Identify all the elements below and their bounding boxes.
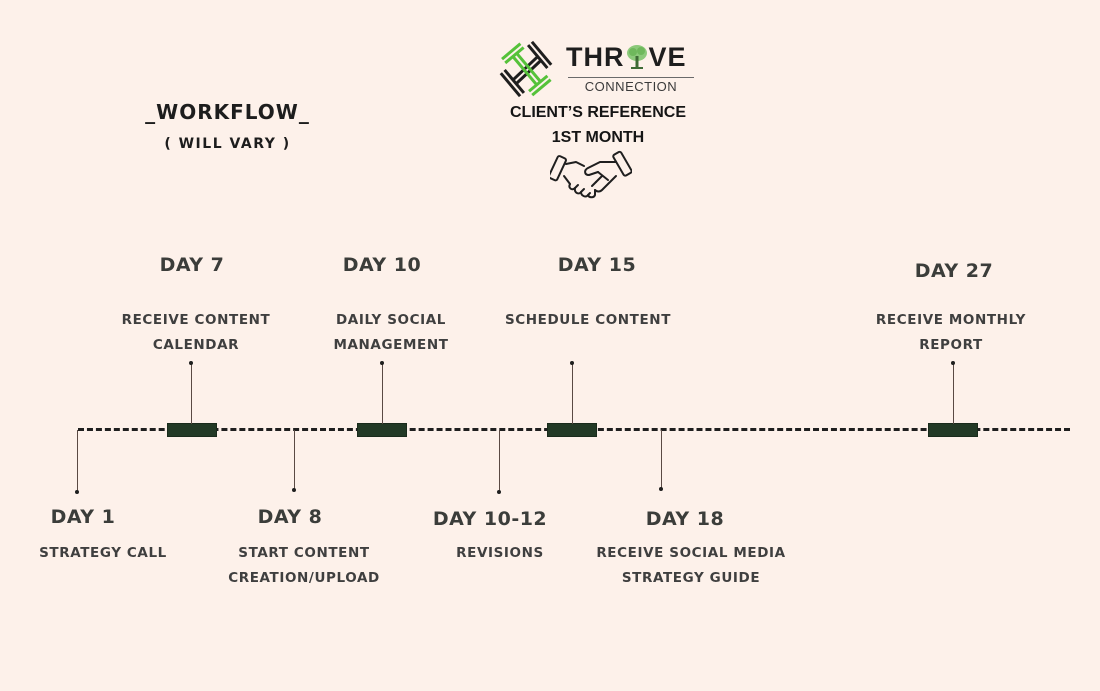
timeline-marker-day-10 xyxy=(357,423,407,437)
milestone-day-label: DAY 7 xyxy=(159,254,225,276)
milestone-day-label: DAY 27 xyxy=(914,260,994,282)
timeline-connector xyxy=(572,363,573,424)
connector-dot xyxy=(497,490,501,494)
brand-subtitle: CONNECTION xyxy=(584,79,678,94)
connector-dot xyxy=(659,487,663,491)
workflow-subtitle: ( WILL VARY ) xyxy=(164,136,291,152)
milestone-day-label: DAY 18 xyxy=(645,508,725,530)
timeline-marker-day-15 xyxy=(547,423,597,437)
brand-name-left: THR xyxy=(566,42,625,72)
timeline-connector xyxy=(953,363,954,424)
connector-dot xyxy=(951,361,955,365)
milestone-description: SCHEDULE CONTENT xyxy=(474,308,702,333)
period-heading: 1ST MONTH xyxy=(551,129,645,146)
milestone-description: START CONTENT CREATION/UPLOAD xyxy=(190,541,418,591)
milestone-day-label: DAY 8 xyxy=(257,506,323,528)
milestone-description: DAILY SOCIAL MANAGEMENT xyxy=(277,308,505,358)
interlocked-h-logo-icon xyxy=(499,40,553,98)
description-line: RECEIVE SOCIAL MEDIA xyxy=(596,545,786,561)
timeline-connector-day-1 xyxy=(77,430,78,492)
milestone-day-label: DAY 1 xyxy=(50,506,116,528)
description-line: RECEIVE MONTHLY xyxy=(875,312,1027,328)
milestone-description: RECEIVE MONTHLY REPORT xyxy=(837,308,1065,358)
description-line: STRATEGY CALL xyxy=(39,545,167,561)
connector-dot xyxy=(189,361,193,365)
description-line: REVISIONS xyxy=(456,545,544,561)
description-line: CREATION/UPLOAD xyxy=(228,570,380,586)
connector-dot xyxy=(380,361,384,365)
description-line: SCHEDULE CONTENT xyxy=(504,312,672,328)
client-reference-heading: CLIENT’S REFERENCE xyxy=(509,104,686,121)
milestone-description: RECEIVE CONTENT CALENDAR xyxy=(82,308,310,358)
milestone-day-label: DAY 10-12 xyxy=(432,508,548,530)
milestone-day-label: DAY 15 xyxy=(557,254,637,276)
description-line: DAILY SOCIAL xyxy=(335,312,447,328)
brand-divider xyxy=(568,77,694,78)
connector-dot xyxy=(570,361,574,365)
description-line: MANAGEMENT xyxy=(333,337,449,353)
description-line: STRATEGY GUIDE xyxy=(621,570,761,586)
tree-icon xyxy=(626,45,647,69)
timeline-marker-day-27 xyxy=(928,423,978,437)
description-line: REPORT xyxy=(919,337,983,353)
connector-dot xyxy=(75,490,79,494)
timeline-connector-day-18 xyxy=(661,430,662,489)
timeline-connector xyxy=(191,363,192,424)
timeline-marker-day-7 xyxy=(167,423,217,437)
connector-dot xyxy=(292,488,296,492)
timeline-connector xyxy=(382,363,383,424)
timeline-connector-day-8 xyxy=(294,430,295,490)
milestone-description: RECEIVE SOCIAL MEDIA STRATEGY GUIDE xyxy=(577,541,805,591)
brand-name-right: VE xyxy=(648,42,687,72)
milestone-description: REVISIONS xyxy=(386,541,614,566)
handshake-icon xyxy=(550,150,632,199)
milestone-description: STRATEGY CALL xyxy=(0,541,217,566)
milestone-day-label: DAY 10 xyxy=(342,254,422,276)
brand-name: THR VE xyxy=(566,44,687,71)
description-line: CALENDAR xyxy=(152,337,240,353)
description-line: RECEIVE CONTENT xyxy=(121,312,271,328)
workflow-title: _WORKFLOW_ xyxy=(145,100,310,124)
timeline-connector-day-10-12 xyxy=(499,430,500,492)
description-line: START CONTENT xyxy=(238,545,370,561)
